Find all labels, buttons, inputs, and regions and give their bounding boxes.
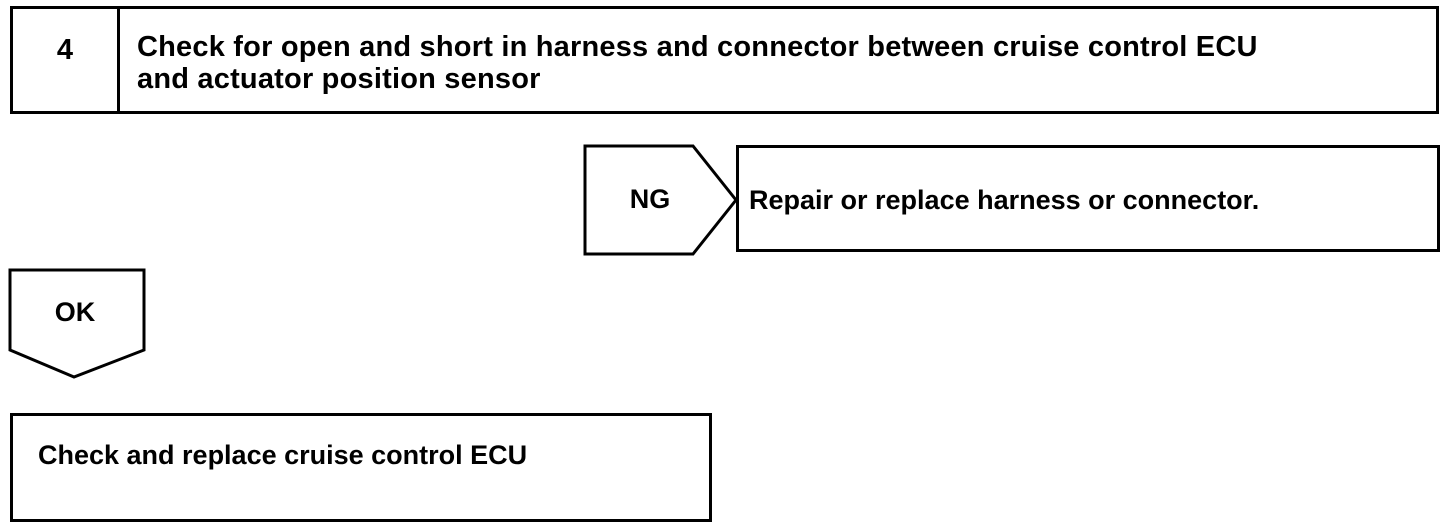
ng-arrow-shape [583,144,738,256]
ng-result-box: Repair or replace harness or connector. [736,145,1440,252]
step-title-line-1: Check for open and short in harness and … [137,31,1258,63]
ng-result-text: Repair or replace harness or connector. [749,185,1260,215]
ok-arrow-shape [8,268,146,379]
action-box: Check and replace cruise control ECU [10,413,712,522]
step-box: 4 Check for open and short in harness an… [10,6,1439,114]
step-title-line-2: and actuator position sensor [137,63,541,95]
step-number: 4 [56,34,74,66]
step-title: Check for open and short in harness and … [137,31,1426,95]
ok-label: OK [54,297,96,327]
ng-label: NG [629,184,671,214]
step-number-cell: 4 [13,9,120,111]
action-text: Check and replace cruise control ECU [38,440,528,470]
